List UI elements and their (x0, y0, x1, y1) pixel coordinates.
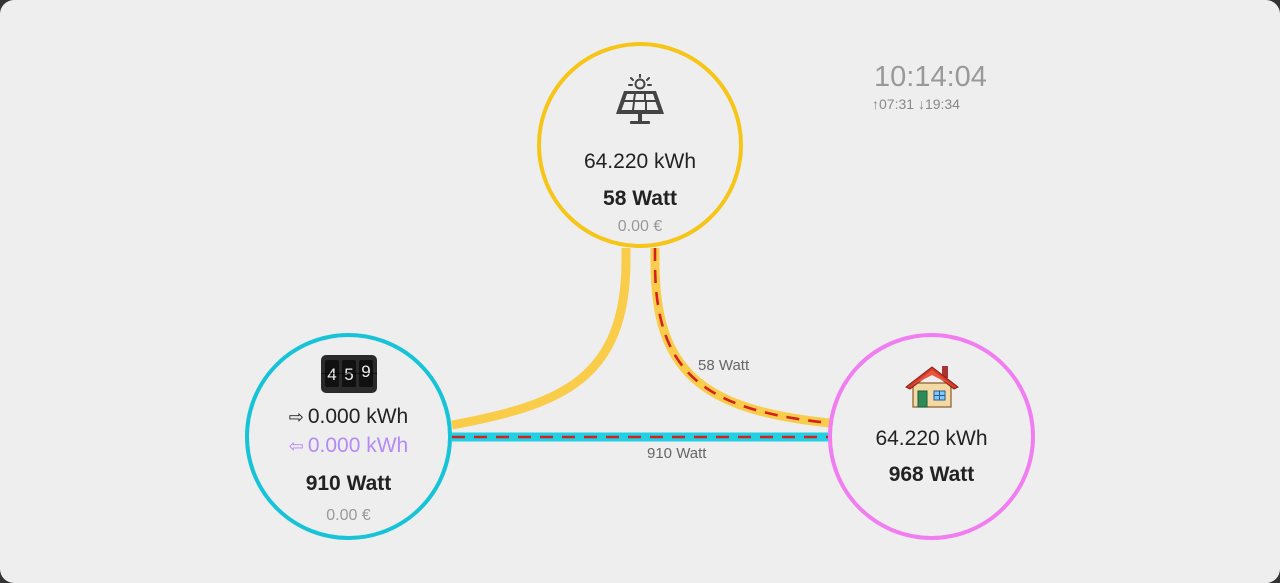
solar-to-grid-flow (451, 248, 631, 430)
home-energy: 64.220 kWh (875, 427, 988, 450)
sunrise-time: 07:31 (879, 96, 915, 112)
import-arrow-icon: ⇨ (288, 407, 304, 427)
solar-cost: 0.00 € (617, 218, 663, 235)
sun-times: ↑07:31 ↓19:34 (872, 96, 960, 112)
home-power: 968 Watt (888, 463, 975, 486)
grid-export-energy: 0.000 kWh (307, 434, 409, 457)
meter-digit-3: 9 (361, 362, 370, 381)
meter-digit-2: 5 (344, 365, 353, 384)
grid-power: 910 Watt (305, 472, 392, 495)
clock-time: 10:14:04 (874, 61, 987, 93)
solar-to-home-flow (650, 248, 831, 428)
solar-node[interactable]: 64.220 kWh 58 Watt 0.00 € (537, 42, 743, 248)
grid-import-energy: 0.000 kWh (307, 405, 409, 428)
solar-to-home-label: 58 Watt (698, 357, 750, 374)
grid-to-home-label: 910 Watt (647, 445, 707, 462)
grid-export-row: ⇦0.000 kWh (249, 434, 448, 458)
solar-panel-icon (541, 74, 739, 128)
meter-counter-icon: 4 5 9 (249, 355, 448, 393)
solar-power: 58 Watt (603, 187, 677, 210)
home-node[interactable]: 64.220 kWh 968 Watt (828, 333, 1035, 540)
sunrise-arrow-icon: ↑ (872, 96, 879, 112)
grid-node[interactable]: 4 5 9 ⇨0.000 kWh ⇦0.000 kWh 910 Watt 0.0… (245, 333, 452, 540)
solar-energy: 64.220 kWh (583, 150, 697, 173)
meter-digit-1: 4 (327, 365, 336, 384)
sunset-arrow-icon: ↓ (917, 96, 925, 112)
export-arrow-icon: ⇦ (288, 436, 304, 456)
house-icon (832, 363, 1031, 409)
grid-import-row: ⇨0.000 kWh (249, 405, 448, 429)
grid-cost: 0.00 € (326, 507, 371, 524)
solar-to-home-flow-dash (653, 248, 831, 425)
sunset-time: 19:34 (924, 96, 960, 112)
